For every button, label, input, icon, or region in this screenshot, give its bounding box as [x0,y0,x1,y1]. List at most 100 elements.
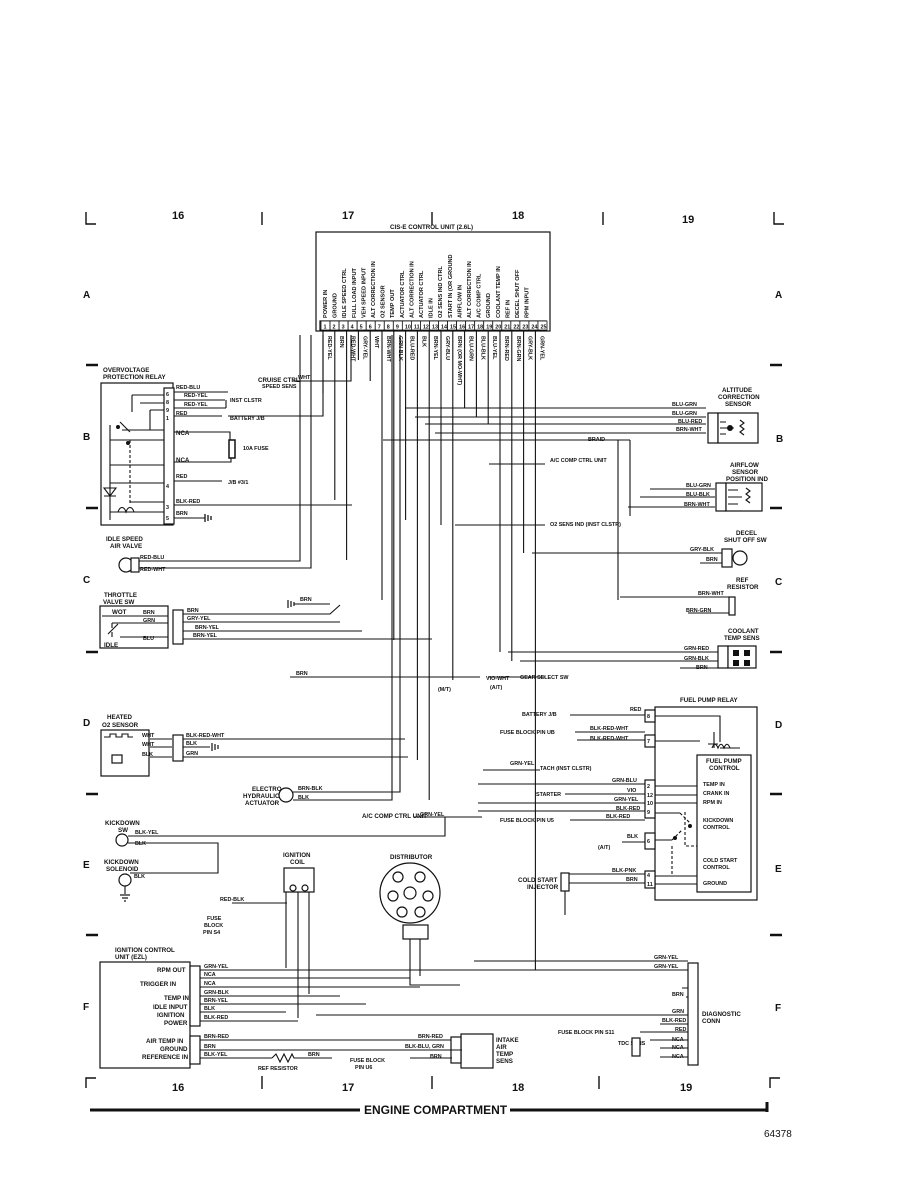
svg-text:BRN: BRN [300,597,312,603]
at-label: (A/T) [598,845,610,851]
svg-text:BRN: BRN [430,1054,442,1060]
svg-text:GRY-BLK: GRY-BLK [690,547,714,553]
ac-comp-label: A/C COMP CTRL UNIT [550,458,607,464]
svg-text:BRN: BRN [308,1052,320,1058]
wire-color-label: BLU-RED [409,336,415,360]
svg-text:GRN-BLK: GRN-BLK [204,990,229,996]
relay-pin-number: 4 [166,484,169,490]
svg-text:VIO-WHT: VIO-WHT [486,676,510,682]
pin-number: 13 [432,325,438,331]
svg-text:BLK: BLK [142,752,153,758]
svg-text:BLK: BLK [135,841,146,847]
svg-text:RED-BLK: RED-BLK [220,897,244,903]
svg-text:GRN-YEL: GRN-YEL [204,964,229,970]
pin-function: IDLE IN [429,298,435,318]
battery-jb-label: BATTERY J/B [522,712,557,718]
wire-color-label: WHT [373,336,379,349]
pin-function: O2 SENS IND CTRL [438,266,444,318]
svg-text:BLK-RED-WHT: BLK-RED-WHT [186,733,225,739]
jb-label: J/B #3/1 [228,480,248,486]
svg-text:11: 11 [647,882,653,888]
pin-function: VEH SPEED INPUT [361,267,367,318]
row-label: F [83,1002,89,1013]
pin-function: FULL LOAD INPUT [352,267,358,318]
svg-text:BLU-GRN: BLU-GRN [672,402,697,408]
svg-text:BLU: BLU [143,636,154,642]
column-label: 18 [512,1082,524,1094]
pin-function: GROUND [486,293,492,318]
svg-text:6: 6 [647,839,650,845]
rpm-out-label: RPM OUT [157,967,186,974]
row-label: C [83,575,90,586]
pin-function: REF IN [505,300,511,318]
svg-text:10: 10 [647,801,653,807]
pin-number: 18 [477,325,483,331]
svg-text:RED-WHT: RED-WHT [140,567,166,573]
pin-function: POWER IN [323,290,329,318]
svg-text:7: 7 [647,739,650,745]
tach-label: TACH (INST CLSTR) [540,766,592,772]
svg-text:BRN: BRN [672,992,684,998]
svg-text:9: 9 [647,810,650,816]
svg-text:BRN-GRN: BRN-GRN [686,608,712,614]
ground-label: GROUND [160,1046,188,1053]
wire-color-label: GRY-BLK [527,336,533,360]
inst-clstr-label: INST CLSTR [230,398,262,404]
fuel-pump-relay-label: FUEL PUMP RELAY [680,697,739,704]
column-label: 19 [680,1082,692,1094]
svg-text:BLK-RED: BLK-RED [204,1015,228,1021]
svg-text:BLK-RED: BLK-RED [616,806,640,812]
o2-sens-ind-label: O2 SENS IND (INST CLSTR) [550,522,621,528]
svg-text:VIO: VIO [627,788,636,794]
pin-number: 14 [441,325,447,331]
relay-pin-number: 9 [166,408,169,414]
pin-function: DECEL SHUT OFF [515,269,521,318]
svg-text:GRN-YEL: GRN-YEL [654,955,679,961]
svg-text:RED: RED [176,411,187,417]
svg-text:BLK-RED: BLK-RED [662,1018,686,1024]
svg-text:2: 2 [647,784,650,790]
ignition-label: IGNITION [157,1012,185,1019]
column-label: 19 [682,214,694,226]
svg-text:GRN: GRN [143,618,155,624]
air-temp-in-label: AIR TEMP IN [146,1038,184,1045]
temp-in-label: TEMP IN [703,782,725,788]
temp-in-label: TEMP IN [164,995,190,1002]
overvoltage-wires [174,335,352,519]
svg-text:NCA: NCA [204,981,216,987]
svg-text:WHT: WHT [298,375,311,381]
distributor-label: DISTRIBUTOR [390,854,433,861]
svg-text:GRN-BLK: GRN-BLK [684,656,709,662]
svg-text:RED: RED [176,474,187,480]
wire-color-label: BRN-RED [503,336,509,361]
row-label: F [775,1003,781,1014]
row-label: C [775,577,782,588]
pin-number: 6 [369,325,372,331]
idle-input-label: IDLE INPUT [153,1004,188,1011]
svg-text:GRN: GRN [186,751,198,757]
idle-label: IDLE [104,642,118,649]
trigger-in-label: TRIGGER IN [140,981,177,988]
pin-function: ACTUATOR CTRL [419,270,425,318]
footer-title: ENGINE COMPARTMENT [364,1103,508,1117]
svg-text:RED: RED [630,707,641,713]
pin-number: 11 [414,325,420,331]
svg-text:RED-YEL: RED-YEL [184,393,208,399]
relay-pin-number: 1 [166,416,169,422]
relay-pin-number: 3 [166,505,169,511]
svg-text:BRN: BRN [176,511,188,517]
